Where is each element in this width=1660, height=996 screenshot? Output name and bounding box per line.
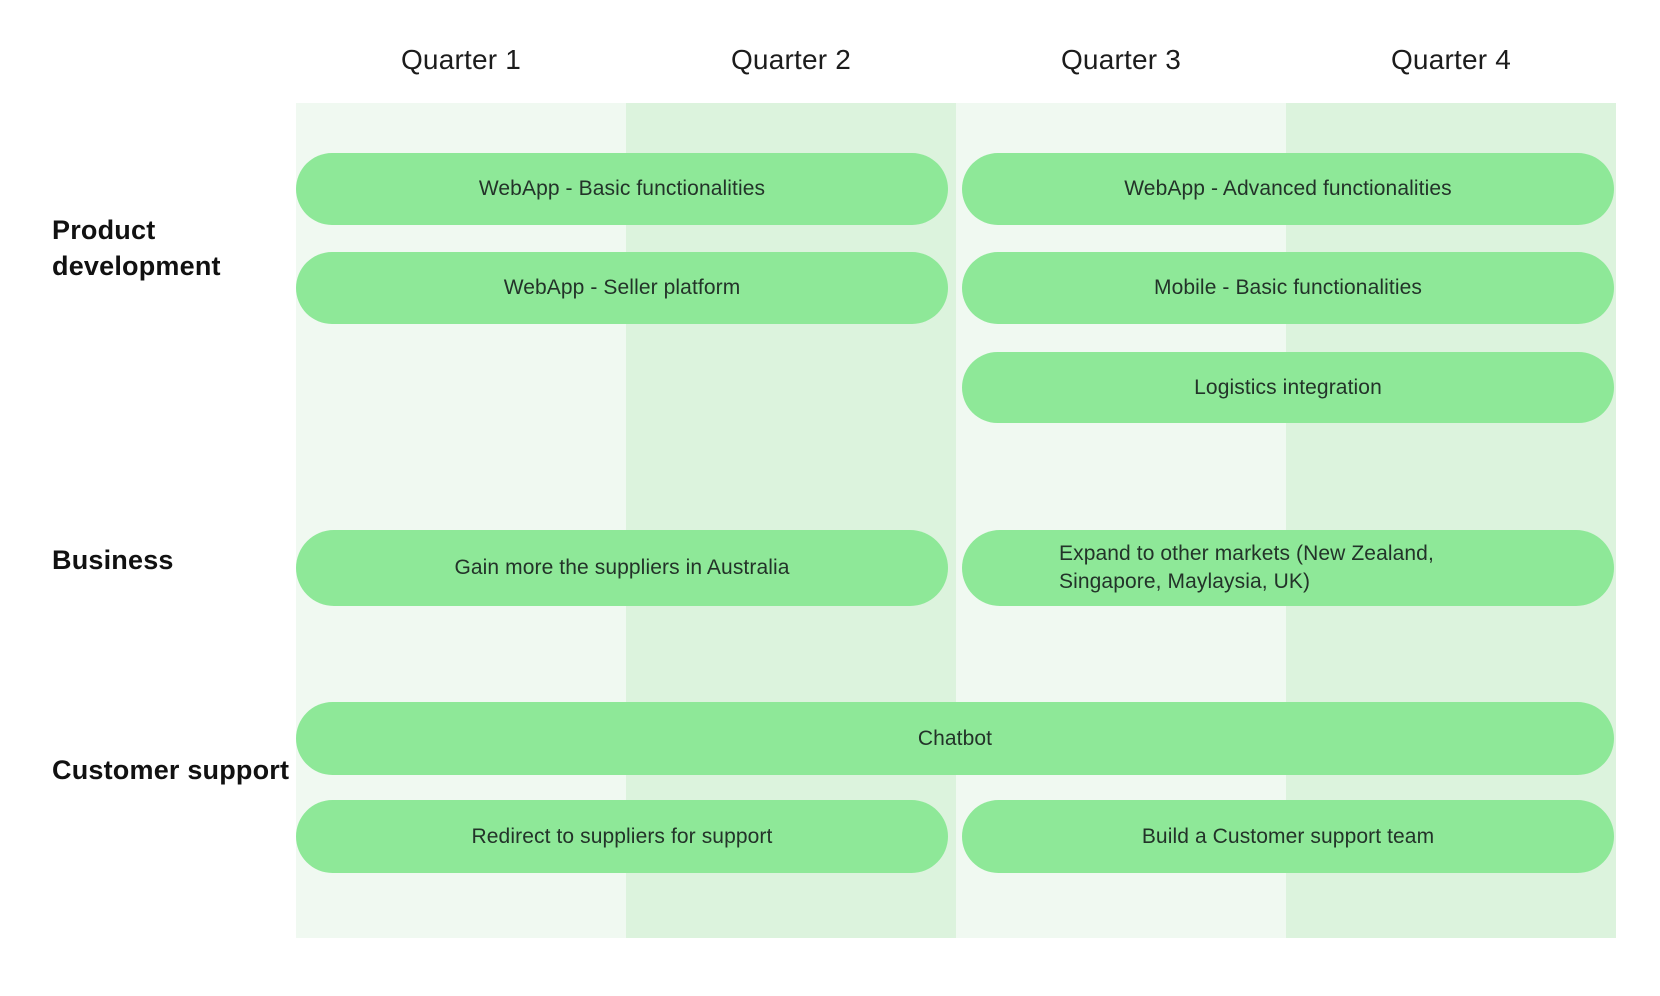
- bar-label: Mobile - Basic functionalities: [1154, 276, 1422, 299]
- roadmap-bar-gain-more-the-suppliers-in-australia: Gain more the suppliers in Australia: [296, 530, 948, 606]
- row-group-label-product-development: Product development: [52, 215, 221, 281]
- roadmap-bar-chatbot: Chatbot: [296, 702, 1614, 775]
- roadmap-bar-mobile-basic-functionalities: Mobile - Basic functionalities: [962, 252, 1614, 324]
- roadmap-bar-webapp-seller-platform: WebApp - Seller platform: [296, 252, 948, 324]
- quarter-column-band-3: [956, 103, 1286, 938]
- quarter-column-band-4: [1286, 103, 1616, 938]
- bar-label: WebApp - Basic functionalities: [478, 177, 766, 200]
- roadmap-bar-redirect-to-suppliers-for-support: Redirect to suppliers for support: [296, 800, 948, 873]
- bar-label: Build a Customer support team: [1141, 824, 1435, 848]
- bar-label: WebApp - Seller platform: [503, 276, 741, 299]
- row-group-label-customer-support: Customer support: [52, 755, 290, 785]
- bar-label: Expand to other markets (New Zealand, Si…: [1059, 542, 1434, 593]
- roadmap-bar-build-a-customer-support-team: Build a Customer support team: [962, 800, 1614, 873]
- roadmap-bar-webapp-advanced-functionalities: WebApp - Advanced functionalities: [962, 153, 1614, 225]
- quarter-header-2: Quarter 2: [730, 44, 852, 75]
- bar-label: Logistics integration: [1194, 375, 1382, 399]
- roadmap-bar-webapp-basic-functionalities: WebApp - Basic functionalities: [296, 153, 948, 225]
- bar-label: Gain more the suppliers in Australia: [454, 556, 790, 579]
- quarter-column-band-1: [296, 103, 626, 938]
- quarter-header-4: Quarter 4: [1390, 44, 1512, 75]
- quarter-column-band-2: [626, 103, 956, 938]
- bar-label: Chatbot: [917, 726, 993, 750]
- roadmap-bar-expand-to-other-markets-new-zealand-sing: Expand to other markets (New Zealand, Si…: [962, 530, 1614, 606]
- quarter-header-1: Quarter 1: [400, 44, 522, 75]
- bar-label: WebApp - Advanced functionalities: [1124, 177, 1452, 200]
- roadmap-bar-logistics-integration: Logistics integration: [962, 352, 1614, 423]
- row-group-label-business: Business: [52, 545, 174, 575]
- bar-label: Redirect to suppliers for support: [471, 824, 773, 848]
- quarter-header-3: Quarter 3: [1060, 44, 1182, 75]
